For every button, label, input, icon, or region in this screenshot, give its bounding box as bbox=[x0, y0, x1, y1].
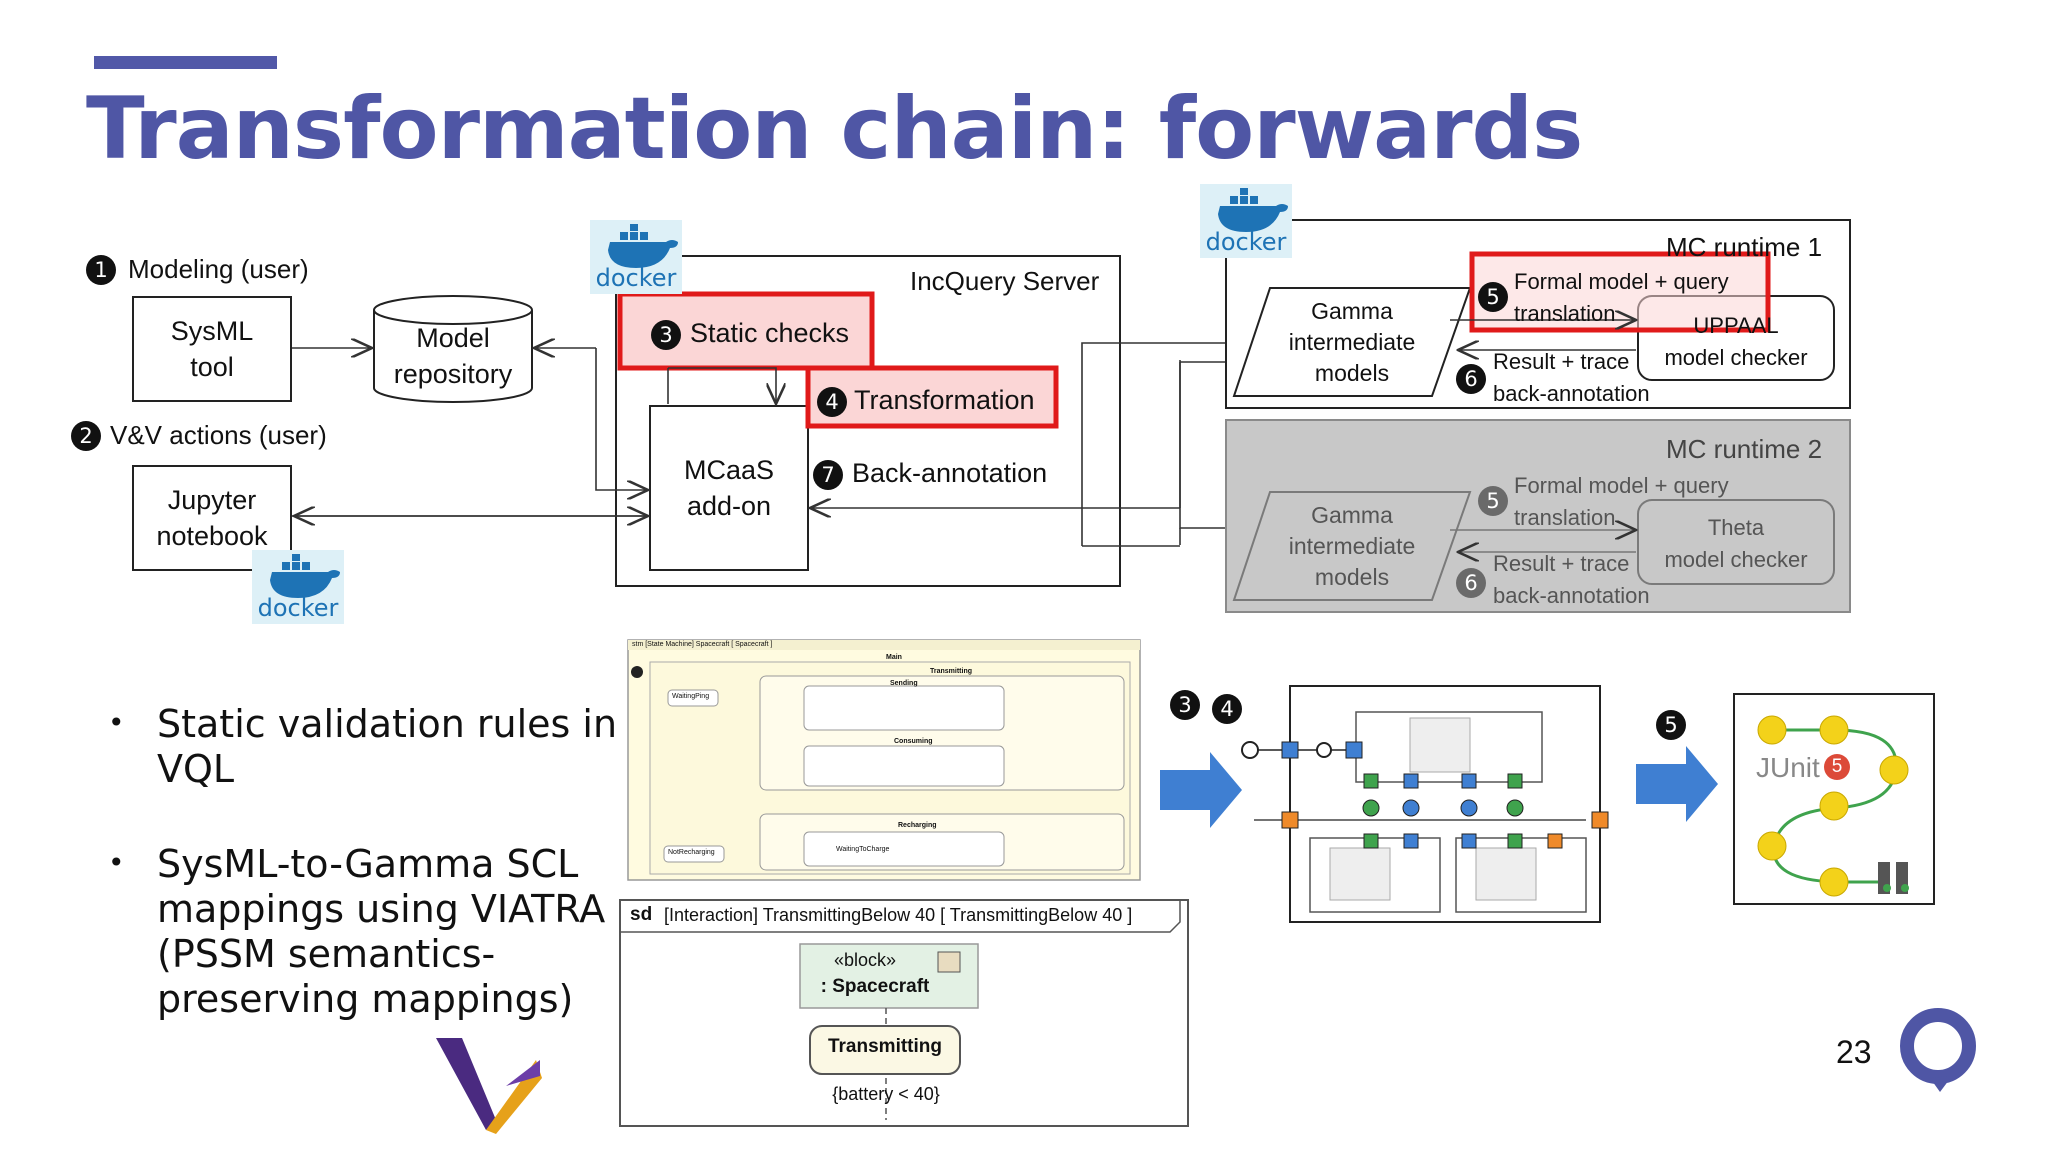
docker-logo-server: docker bbox=[590, 220, 682, 294]
stm-recharging: Recharging bbox=[898, 822, 937, 829]
junit-5-badge: 5 bbox=[1824, 754, 1850, 780]
runtime-1-step-6-badge: 6 bbox=[1456, 364, 1486, 394]
stm-transmitting: Transmitting bbox=[930, 668, 973, 675]
docker-label: docker bbox=[1205, 228, 1287, 256]
gamma-composite-diagram bbox=[1241, 685, 1609, 923]
docker-label: docker bbox=[257, 594, 339, 622]
step-2-badge: 2 bbox=[71, 421, 101, 451]
bullet-dot: • bbox=[108, 846, 125, 879]
bottom-step-5-badge: 5 bbox=[1656, 710, 1686, 740]
step-7-badge: 7 bbox=[813, 460, 843, 490]
step-4-label: Transformation bbox=[854, 385, 1035, 415]
gamma-models-2 bbox=[1232, 491, 1472, 601]
flow-arrow-1 bbox=[1160, 752, 1242, 828]
step-3-label: Static checks bbox=[690, 318, 850, 348]
sysml-tool-box bbox=[132, 296, 292, 402]
step-4-badge: 4 bbox=[817, 387, 847, 417]
sd-keyword: sd bbox=[630, 904, 653, 925]
page-title: Transformation chain: forwards bbox=[86, 79, 1583, 179]
sd-block-stereotype: «block» bbox=[833, 950, 897, 970]
stm-sending: Sending bbox=[890, 680, 918, 687]
junit-label: JUnit bbox=[1756, 752, 1820, 783]
docker-logo-runtime: docker bbox=[1200, 184, 1292, 258]
bottom-step-3-badge: 3 bbox=[1170, 690, 1200, 720]
page-number: 23 bbox=[1836, 1034, 1872, 1070]
runtime-1-step-5-badge: 5 bbox=[1478, 282, 1508, 312]
sd-block-name: : Spacecraft bbox=[820, 976, 930, 997]
state-machine-thumbnail bbox=[627, 639, 1141, 881]
runtime-2-step-5-badge: 5 bbox=[1478, 486, 1508, 516]
viatra-logo bbox=[436, 1038, 542, 1134]
step-1-badge: 1 bbox=[86, 255, 116, 285]
sd-constraint: {battery < 40} bbox=[832, 1084, 940, 1104]
formal-translation-highlight bbox=[1469, 251, 1771, 333]
transformation-highlight bbox=[805, 365, 1059, 429]
step-1-label: Modeling (user) bbox=[128, 254, 309, 284]
mcaas-addon-box bbox=[649, 405, 809, 571]
sequence-diagram bbox=[619, 899, 1189, 1127]
stm-header: stm [State Machine] Spacecraft [ Spacecr… bbox=[632, 641, 773, 648]
sd-state: Transmitting bbox=[827, 1036, 942, 1057]
step-7-label: Back-annotation bbox=[852, 458, 1048, 488]
title-accent-bar bbox=[94, 56, 277, 69]
docker-logo-jupyter: docker bbox=[252, 550, 344, 624]
stm-not-recharging: NotRecharging bbox=[668, 849, 715, 856]
gamma-models-1 bbox=[1232, 287, 1472, 397]
step-3-badge: 3 bbox=[651, 320, 681, 350]
step-2-label: V&V actions (user) bbox=[110, 420, 327, 450]
incquery-server-label: IncQuery Server bbox=[910, 266, 1100, 296]
junit-test-diagram bbox=[1733, 693, 1935, 905]
theta-checker-box bbox=[1637, 499, 1835, 585]
bullet-dot: • bbox=[108, 706, 125, 739]
bottom-step-4-badge: 4 bbox=[1212, 694, 1242, 724]
runtime-1-title: MC runtime 1 bbox=[1666, 232, 1823, 262]
runtime-2-title: MC runtime 2 bbox=[1666, 434, 1823, 464]
stm-main: Main bbox=[886, 654, 902, 661]
stm-waiting-charge: WaitingToCharge bbox=[836, 846, 890, 853]
stm-waiting-ping: WaitingPing bbox=[672, 693, 710, 700]
company-logo bbox=[1900, 1008, 1976, 1092]
runtime-2-step-6-badge: 6 bbox=[1456, 568, 1486, 598]
docker-label: docker bbox=[595, 264, 677, 292]
stm-consuming: Consuming bbox=[894, 738, 933, 745]
sd-header: [Interaction] TransmittingBelow 40 [ Tra… bbox=[664, 905, 1133, 925]
flow-arrow-2 bbox=[1636, 746, 1718, 822]
model-repository-cylinder bbox=[373, 295, 533, 403]
